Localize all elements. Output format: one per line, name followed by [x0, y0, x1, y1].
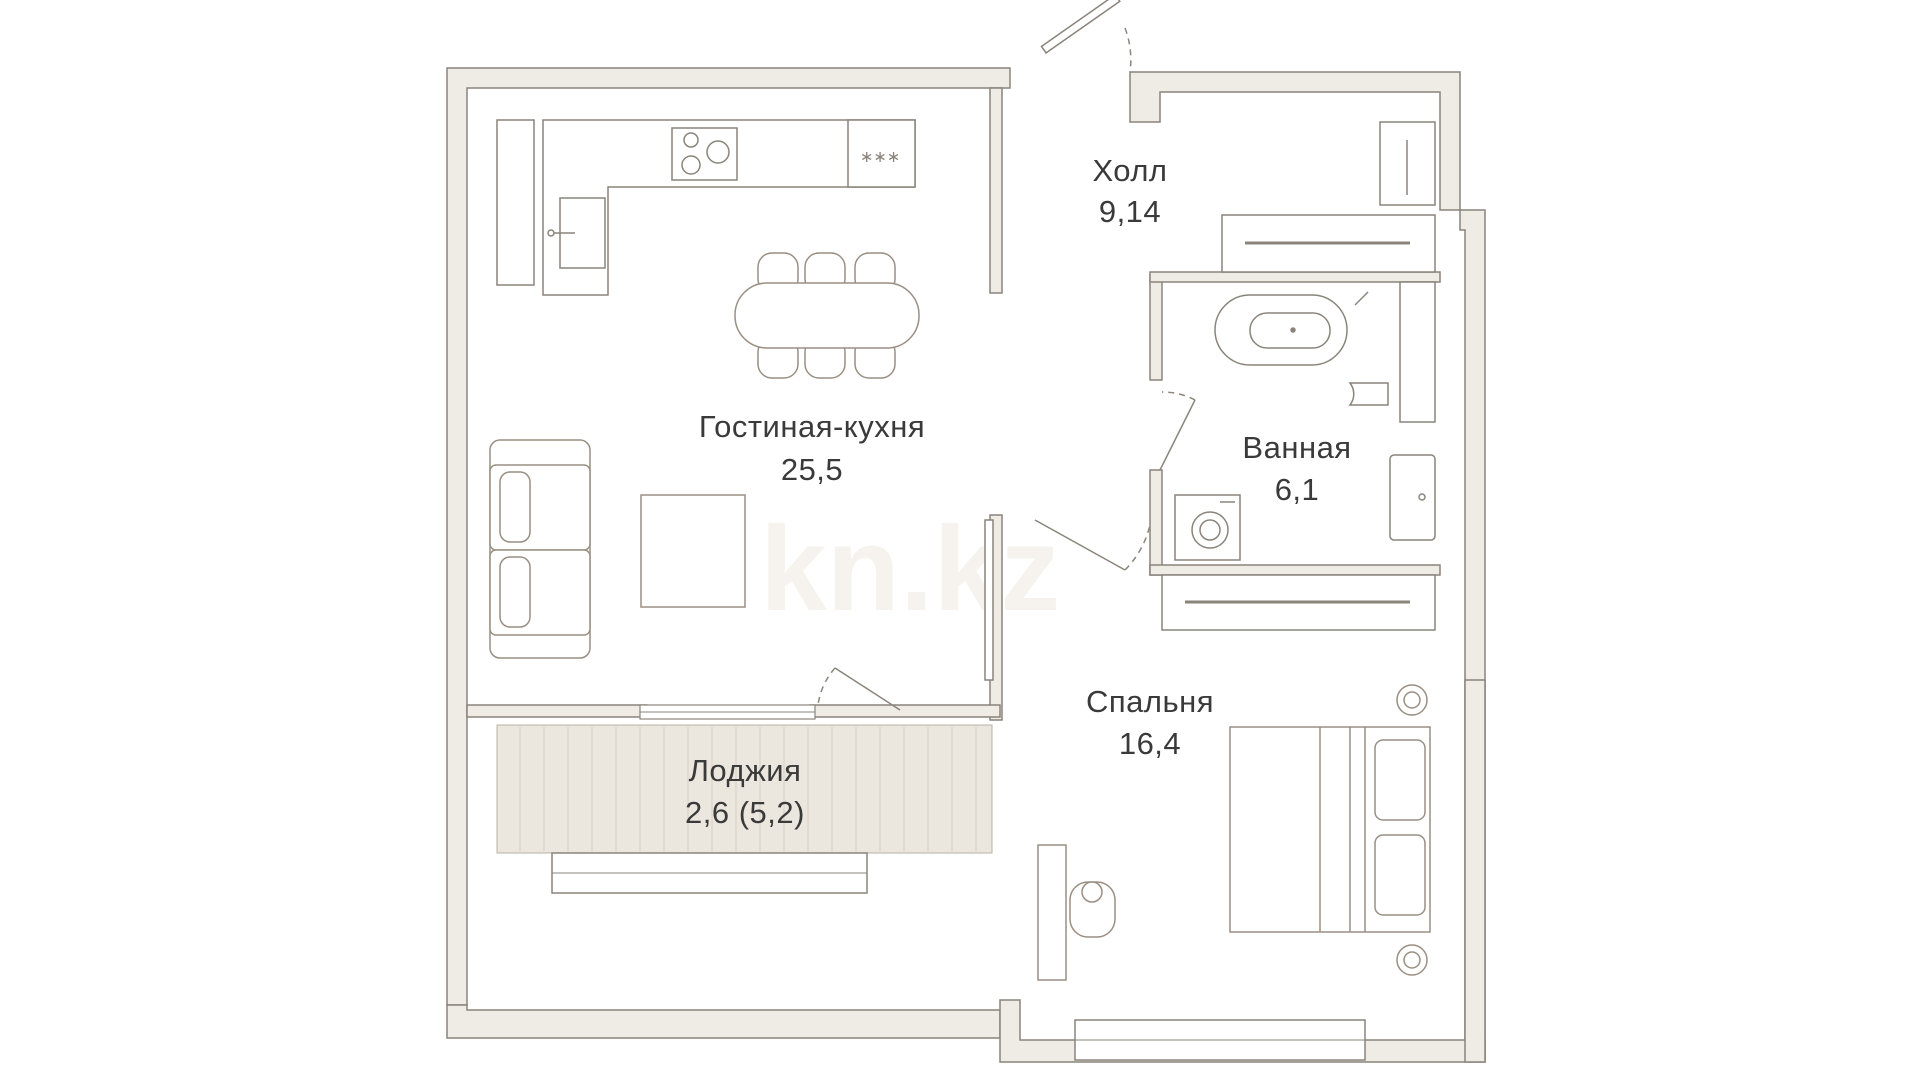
bed: [1229, 684, 1431, 976]
bathroom-fixtures: [1174, 281, 1436, 561]
kitchen: ∗∗∗: [496, 119, 916, 296]
bedroom-area: 16,4: [1119, 726, 1181, 761]
coffee-table: [640, 494, 746, 608]
living-area: 25,5: [781, 452, 843, 487]
doors: [817, 0, 1196, 711]
sofa: [489, 439, 591, 659]
living-name: Гостиная-кухня: [699, 409, 925, 444]
loggia: [496, 704, 993, 894]
loggia-area: 2,6 (5,2): [685, 795, 805, 830]
svg-text:∗∗∗: ∗∗∗: [860, 149, 900, 166]
interior-walls: [466, 87, 1441, 721]
hall-name: Холл: [1092, 153, 1167, 188]
dining-table: [734, 252, 920, 379]
hall-wardrobe: [1221, 121, 1436, 273]
bath-area: 6,1: [1275, 472, 1320, 507]
desk: [1037, 844, 1116, 981]
bedroom-wardrobe: [1161, 574, 1436, 631]
hall-area: 9,14: [1099, 194, 1161, 229]
room-labels: Холл 9,14 Гостиная-кухня 25,5 Ванная 6,1…: [685, 153, 1351, 830]
bath-name: Ванная: [1242, 430, 1351, 465]
bedroom-name: Спальня: [1086, 684, 1214, 719]
watermark: kn.kz: [760, 502, 1060, 636]
loggia-name: Лоджия: [689, 753, 802, 788]
